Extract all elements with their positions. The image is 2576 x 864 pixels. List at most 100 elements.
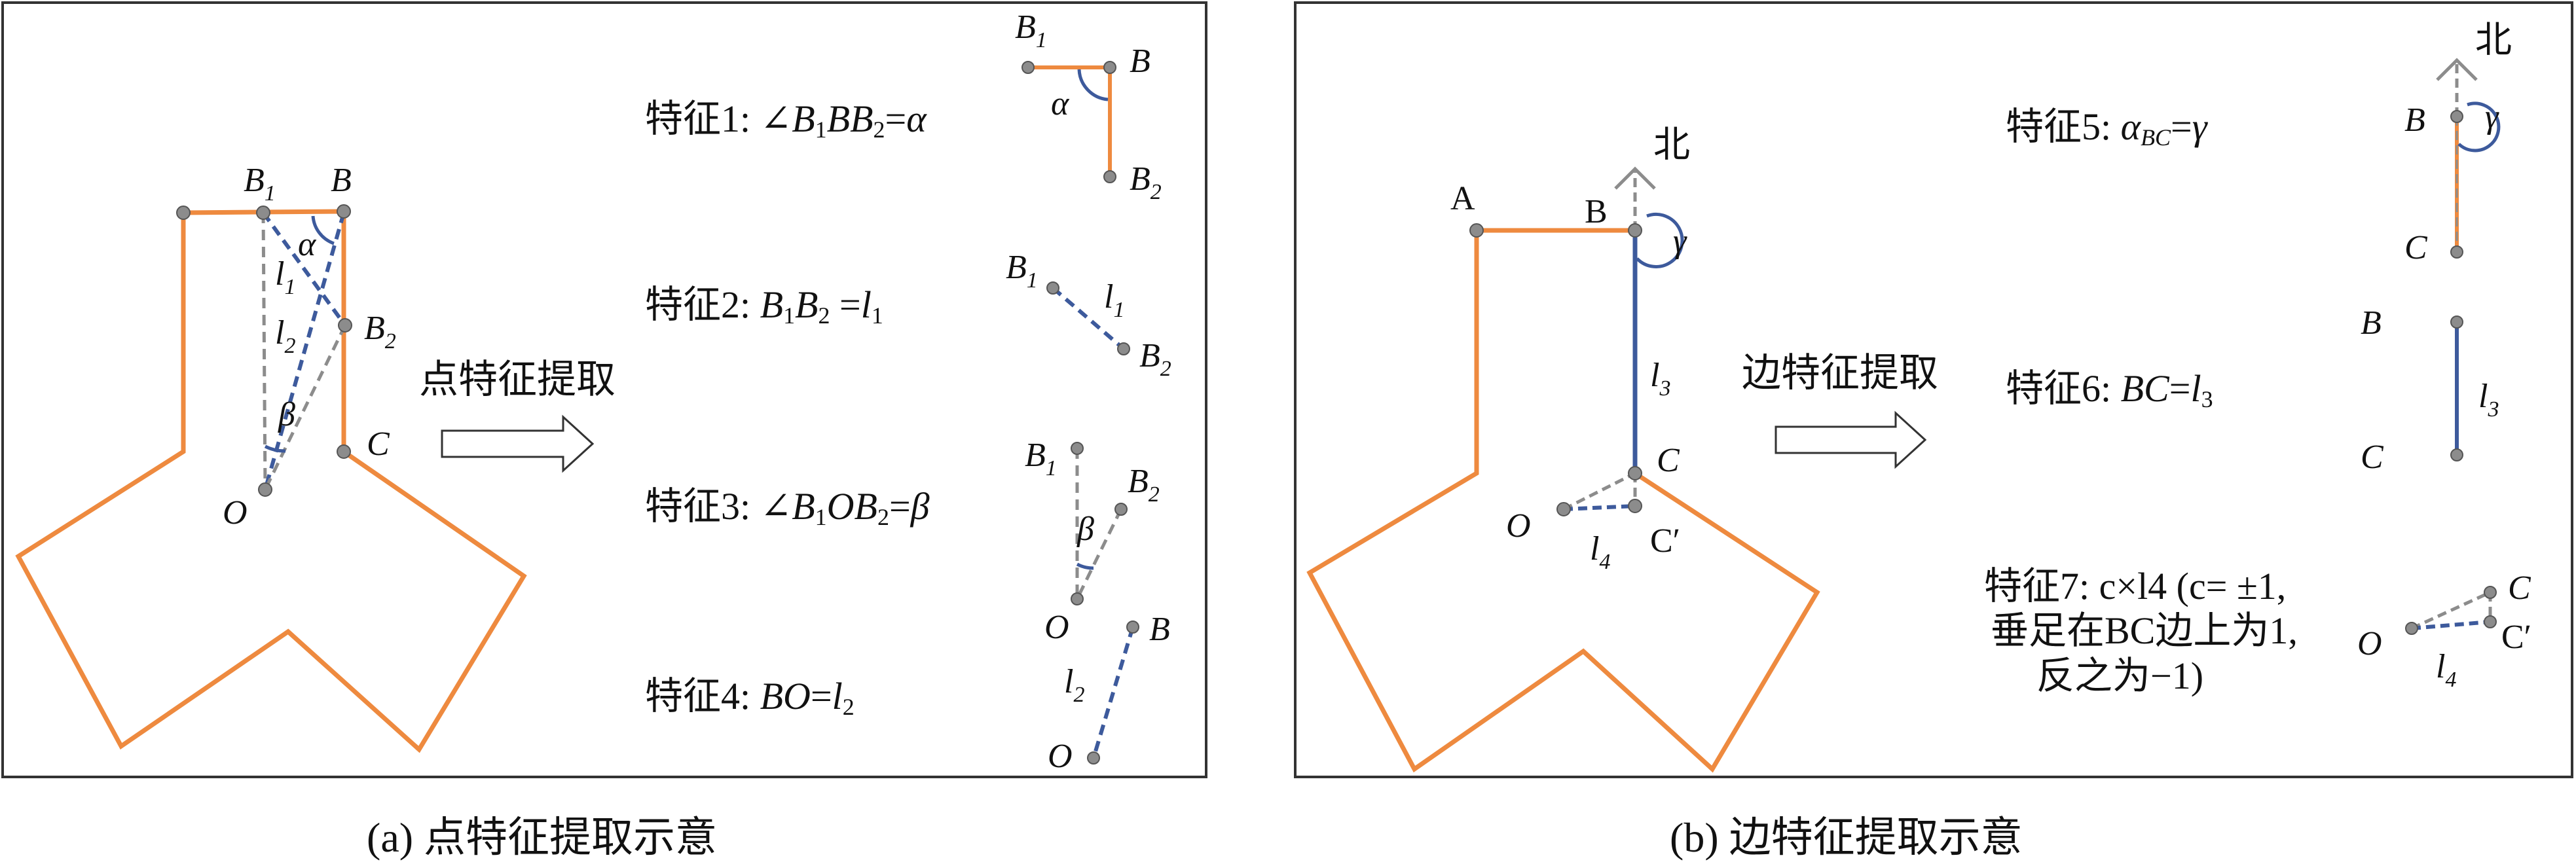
f5-label-gamma: γ	[2485, 98, 2499, 135]
a-point-b	[337, 204, 351, 219]
a-angle-alpha-arc	[311, 215, 335, 245]
f7-point-c	[2484, 586, 2497, 599]
f4-point-o	[1087, 751, 1100, 765]
f3-label-b2: B2	[1128, 463, 1160, 507]
f3-beta-arc	[1076, 562, 1094, 570]
f6-point-c	[2450, 448, 2463, 461]
f3-label-o: O	[1044, 609, 1069, 646]
f6-point-b	[2450, 315, 2463, 329]
b-label-cprime: C′	[1650, 522, 1680, 560]
f7-seg-o-cp	[2411, 620, 2491, 630]
b-arrow-label: 边特征提取	[1742, 350, 1938, 396]
f4-label-l2: l2	[1064, 663, 1084, 707]
a-label-l1: l1	[275, 255, 295, 299]
feature-7-line-3: 反之为−1)	[2036, 654, 2204, 697]
f4-point-b	[1126, 621, 1139, 634]
b-point-c	[1628, 466, 1642, 480]
a-dash-b2-o	[263, 324, 347, 491]
b-label-b: B	[1585, 193, 1608, 230]
caption-b: (b) 边特征提取示意	[1670, 814, 2023, 861]
f1-point-b	[1103, 61, 1116, 74]
f6-label-l3: l3	[2478, 378, 2499, 422]
a-label-alpha: α	[298, 226, 317, 263]
f5-label-c: C	[2404, 229, 2428, 266]
b-label-c: C	[1657, 442, 1680, 479]
a-point-b2	[338, 318, 352, 333]
f3-point-b2	[1114, 503, 1128, 516]
feature-2-text: 特征2: B1B2 =l1	[645, 283, 883, 329]
feature-5-text: 特征5: αBC=γ	[2006, 105, 2207, 151]
f7-label-o: O	[2357, 625, 2382, 662]
b-label-l3: l3	[1650, 357, 1670, 401]
a-dash-b-o	[263, 212, 346, 490]
feature-7-text: 特征7: c×l4 (c= ±1, 垂足在BC边上为1, 反之为−1)	[1984, 564, 2298, 698]
f7-point-o	[2405, 622, 2418, 635]
a-label-l2: l2	[275, 314, 295, 358]
f1-label-alpha: α	[1051, 85, 1070, 122]
b-label-north: 北	[1653, 124, 1690, 166]
a-angle-beta-arc	[264, 444, 286, 453]
feature-1-text: 特征1: ∠B1BB2=α	[645, 98, 927, 143]
shape-b-outline	[1306, 228, 1820, 773]
f5-gamma-arc	[2457, 101, 2501, 153]
f3-label-b1: B1	[1025, 437, 1057, 480]
f5-point-c	[2450, 245, 2463, 259]
f4-label-o: O	[1048, 738, 1073, 775]
a-label-b1: B1	[244, 162, 276, 206]
f5-label-b: B	[2404, 101, 2425, 139]
f5-label-north: 北	[2475, 19, 2512, 62]
f2-seg-b1-b2	[1052, 286, 1125, 351]
f3-point-o	[1071, 592, 1084, 605]
a-label-o: O	[223, 494, 248, 531]
f2-label-b1: B1	[1006, 249, 1038, 293]
f1-point-b1	[1021, 61, 1035, 74]
b-dash-o-c	[1562, 471, 1636, 511]
a-point-o	[258, 482, 272, 497]
f6-label-c: C	[2361, 439, 2384, 476]
a-dash-b1-o	[261, 212, 267, 490]
feature-4-text: 特征4: BO=l2	[645, 675, 855, 720]
f7-seg-o-c	[2410, 590, 2492, 630]
f4-label-b: B	[1149, 611, 1170, 648]
feature-7-line-1: 特征7: c×l4 (c= ±1,	[1984, 565, 2287, 607]
f7-label-c: C	[2508, 569, 2531, 607]
feature-3-text: 特征3: ∠B1OB2=β	[645, 485, 930, 530]
a-label-beta: β	[278, 396, 295, 433]
b-point-cprime	[1628, 499, 1642, 513]
f2-label-b2: B2	[1139, 337, 1171, 381]
a-point-corner	[176, 206, 191, 220]
b-point-b	[1628, 223, 1642, 238]
f2-point-b1	[1046, 281, 1059, 295]
f1-alpha-arc	[1077, 69, 1109, 101]
a-label-b: B	[331, 162, 352, 199]
a-label-b2: B2	[364, 310, 396, 353]
f3-label-beta: β	[1076, 511, 1094, 548]
b-north-arrowhead	[1614, 166, 1656, 190]
b-label-gamma: γ	[1673, 223, 1687, 260]
f4-seg-b-o	[1092, 626, 1135, 759]
f7-label-cprime: C′	[2501, 619, 2531, 656]
b-label-l4: l4	[1590, 530, 1610, 574]
f7-point-cprime	[2484, 615, 2497, 628]
panel-a-frame	[1, 1, 1207, 778]
a-point-b1	[256, 206, 270, 220]
b-point-o	[1556, 502, 1571, 516]
f7-label-l4: l4	[2436, 648, 2456, 692]
a-point-c	[337, 444, 351, 459]
b-gamma-arc	[1636, 212, 1684, 268]
f1-label-b: B	[1130, 43, 1150, 80]
b-point-a	[1469, 223, 1484, 238]
b-label-o: O	[1506, 507, 1531, 545]
b-label-a: A	[1450, 180, 1475, 217]
b-block-arrow	[1775, 410, 1927, 469]
feature-6-text: 特征6: BC=l3	[2006, 367, 2213, 412]
f1-point-b2	[1103, 170, 1116, 183]
f1-label-b2: B2	[1130, 160, 1162, 204]
a-arrow-label: 点特征提取	[419, 357, 616, 403]
a-label-c: C	[367, 425, 390, 463]
f3-point-b1	[1071, 442, 1084, 455]
caption-a: (a) 点特征提取示意	[367, 814, 718, 861]
f5-north-arrowhead	[2436, 58, 2478, 81]
a-dash-b1-b2	[261, 211, 347, 327]
